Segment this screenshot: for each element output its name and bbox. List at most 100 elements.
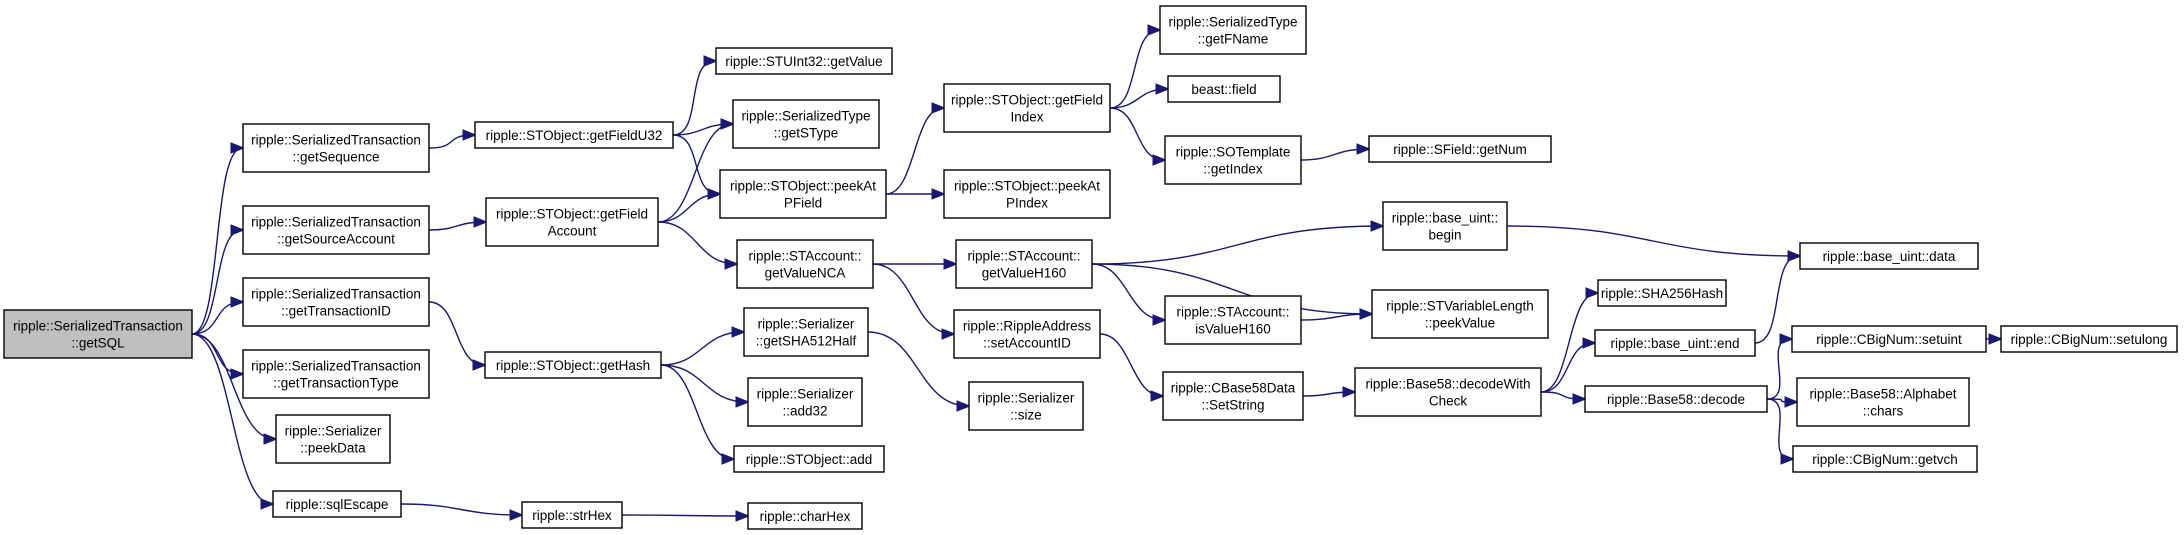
node-strHex[interactable]: ripple::strHex bbox=[521, 501, 623, 529]
node-box[interactable] bbox=[733, 445, 885, 473]
node-box[interactable] bbox=[732, 99, 880, 149]
node-uintData[interactable]: ripple::base_uint::data bbox=[1799, 242, 1979, 270]
node-box[interactable] bbox=[242, 205, 430, 255]
node-charHex[interactable]: ripple::charHex bbox=[747, 502, 863, 530]
node-getvch[interactable]: ripple::CBigNum::getvch bbox=[1792, 445, 1978, 473]
node-label: ::getIndex bbox=[1203, 162, 1263, 177]
node-box[interactable] bbox=[1799, 242, 1979, 270]
node-box[interactable] bbox=[1354, 367, 1542, 417]
node-label: ::SetString bbox=[1201, 398, 1264, 413]
node-getFName[interactable]: ripple::SerializedType::getFName bbox=[1159, 5, 1307, 55]
node-box[interactable] bbox=[1584, 385, 1768, 413]
node-box[interactable] bbox=[1368, 135, 1552, 163]
node-box[interactable] bbox=[1594, 329, 1756, 357]
node-box[interactable] bbox=[747, 377, 863, 427]
node-box[interactable] bbox=[1796, 377, 1970, 427]
node-getValueH160[interactable]: ripple::STAccount::getValueH160 bbox=[955, 239, 1093, 289]
node-b58decode[interactable]: ripple::Base58::decode bbox=[1584, 385, 1768, 413]
edge-getHash-to-stobjAdd bbox=[660, 364, 733, 459]
node-getSHA512Half[interactable]: ripple::Serializer::getSHA512Half bbox=[743, 307, 869, 357]
node-box[interactable] bbox=[943, 83, 1111, 133]
node-sha256[interactable]: ripple::SHA256Hash bbox=[1597, 279, 1727, 307]
node-box[interactable] bbox=[715, 47, 893, 75]
node-box[interactable] bbox=[1167, 75, 1281, 103]
node-label: ::getSQL bbox=[71, 336, 125, 351]
node-layer: ripple::SerializedTransaction::getSQLrip… bbox=[3, 5, 2178, 530]
node-setulong[interactable]: ripple::CBigNum::setulong bbox=[2000, 325, 2178, 353]
edge-getValueH160-to-isValueH160 bbox=[1091, 263, 1164, 320]
node-peekValue[interactable]: ripple::STVariableLength::peekValue bbox=[1371, 289, 1549, 339]
node-box[interactable] bbox=[3, 309, 193, 359]
edge-getFieldAccount-to-peekAtPField bbox=[657, 194, 719, 223]
node-box[interactable] bbox=[484, 351, 662, 379]
node-label: ::size bbox=[1010, 408, 1042, 423]
node-box[interactable] bbox=[521, 501, 623, 529]
node-box[interactable] bbox=[943, 169, 1111, 219]
node-uintBegin[interactable]: ripple::base_uint::begin bbox=[1382, 201, 1508, 251]
node-box[interactable] bbox=[736, 239, 874, 289]
node-box[interactable] bbox=[955, 239, 1093, 289]
node-getValueNCA[interactable]: ripple::STAccount::getValueNCA bbox=[736, 239, 874, 289]
node-box[interactable] bbox=[953, 309, 1101, 359]
node-box[interactable] bbox=[2000, 325, 2178, 353]
node-box[interactable] bbox=[1164, 135, 1302, 185]
node-alphabetChars[interactable]: ripple::Base58::Alphabet::chars bbox=[1796, 377, 1970, 427]
node-isValueH160[interactable]: ripple::STAccount::isValueH160 bbox=[1164, 295, 1302, 345]
node-box[interactable] bbox=[1382, 201, 1508, 251]
node-box[interactable] bbox=[242, 123, 430, 173]
node-box[interactable] bbox=[1371, 289, 1549, 339]
edge-getHash-to-getSHA512Half bbox=[660, 332, 743, 366]
edge-b58decode-to-setuint bbox=[1766, 339, 1791, 400]
node-box[interactable] bbox=[242, 349, 430, 399]
node-getSequence[interactable]: ripple::SerializedTransaction::getSequen… bbox=[242, 123, 430, 173]
node-label: ripple::SerializedTransaction bbox=[251, 215, 421, 230]
node-label: ripple::base_uint:: bbox=[1392, 211, 1499, 226]
node-getSType[interactable]: ripple::SerializedType::getSType bbox=[732, 99, 880, 149]
node-label: ripple::base_uint::data bbox=[1823, 249, 1956, 264]
node-label: ripple::strHex bbox=[532, 508, 612, 523]
node-uintEnd[interactable]: ripple::base_uint::end bbox=[1594, 329, 1756, 357]
node-getHash[interactable]: ripple::STObject::getHash bbox=[484, 351, 662, 379]
node-box[interactable] bbox=[1597, 279, 1727, 307]
node-add32[interactable]: ripple::Serializer::add32 bbox=[747, 377, 863, 427]
node-getValueU32[interactable]: ripple::STUInt32::getValue bbox=[715, 47, 893, 75]
edge-getFieldIndex-to-beastField bbox=[1109, 89, 1167, 109]
node-label: ripple::Serializer bbox=[758, 317, 855, 332]
node-sfGetNum[interactable]: ripple::SField::getNum bbox=[1368, 135, 1552, 163]
node-getTransactionType[interactable]: ripple::SerializedTransaction::getTransa… bbox=[242, 349, 430, 399]
node-box[interactable] bbox=[1162, 371, 1304, 421]
node-box[interactable] bbox=[719, 169, 887, 219]
node-getFieldU32[interactable]: ripple::STObject::getFieldU32 bbox=[474, 121, 674, 149]
node-setAccountID[interactable]: ripple::RippleAddress::setAccountID bbox=[953, 309, 1101, 359]
node-box[interactable] bbox=[242, 277, 430, 327]
node-label: ripple::STAccount:: bbox=[967, 249, 1080, 264]
node-box[interactable] bbox=[1791, 325, 1987, 353]
node-box[interactable] bbox=[272, 490, 402, 518]
node-box[interactable] bbox=[747, 502, 863, 530]
node-getSourceAccount[interactable]: ripple::SerializedTransaction::getSource… bbox=[242, 205, 430, 255]
node-box[interactable] bbox=[485, 197, 659, 247]
node-box[interactable] bbox=[1792, 445, 1978, 473]
node-box[interactable] bbox=[275, 414, 391, 464]
node-stobjAdd[interactable]: ripple::STObject::add bbox=[733, 445, 885, 473]
node-getSQL[interactable]: ripple::SerializedTransaction::getSQL bbox=[3, 309, 193, 359]
node-beastField[interactable]: beast::field bbox=[1167, 75, 1281, 103]
node-sqlEscape[interactable]: ripple::sqlEscape bbox=[272, 490, 402, 518]
node-peekData[interactable]: ripple::Serializer::peekData bbox=[275, 414, 391, 464]
node-box[interactable] bbox=[743, 307, 869, 357]
node-box[interactable] bbox=[474, 121, 674, 149]
node-box[interactable] bbox=[968, 381, 1084, 431]
node-setuint[interactable]: ripple::CBigNum::setuint bbox=[1791, 325, 1987, 353]
node-label: ripple::SerializedTransaction bbox=[251, 359, 421, 374]
node-box[interactable] bbox=[1159, 5, 1307, 55]
node-serSize[interactable]: ripple::Serializer::size bbox=[968, 381, 1084, 431]
node-getTransactionID[interactable]: ripple::SerializedTransaction::getTransa… bbox=[242, 277, 430, 327]
node-soGetIndex[interactable]: ripple::SOTemplate::getIndex bbox=[1164, 135, 1302, 185]
node-setString[interactable]: ripple::CBase58Data::SetString bbox=[1162, 371, 1304, 421]
node-box[interactable] bbox=[1164, 295, 1302, 345]
